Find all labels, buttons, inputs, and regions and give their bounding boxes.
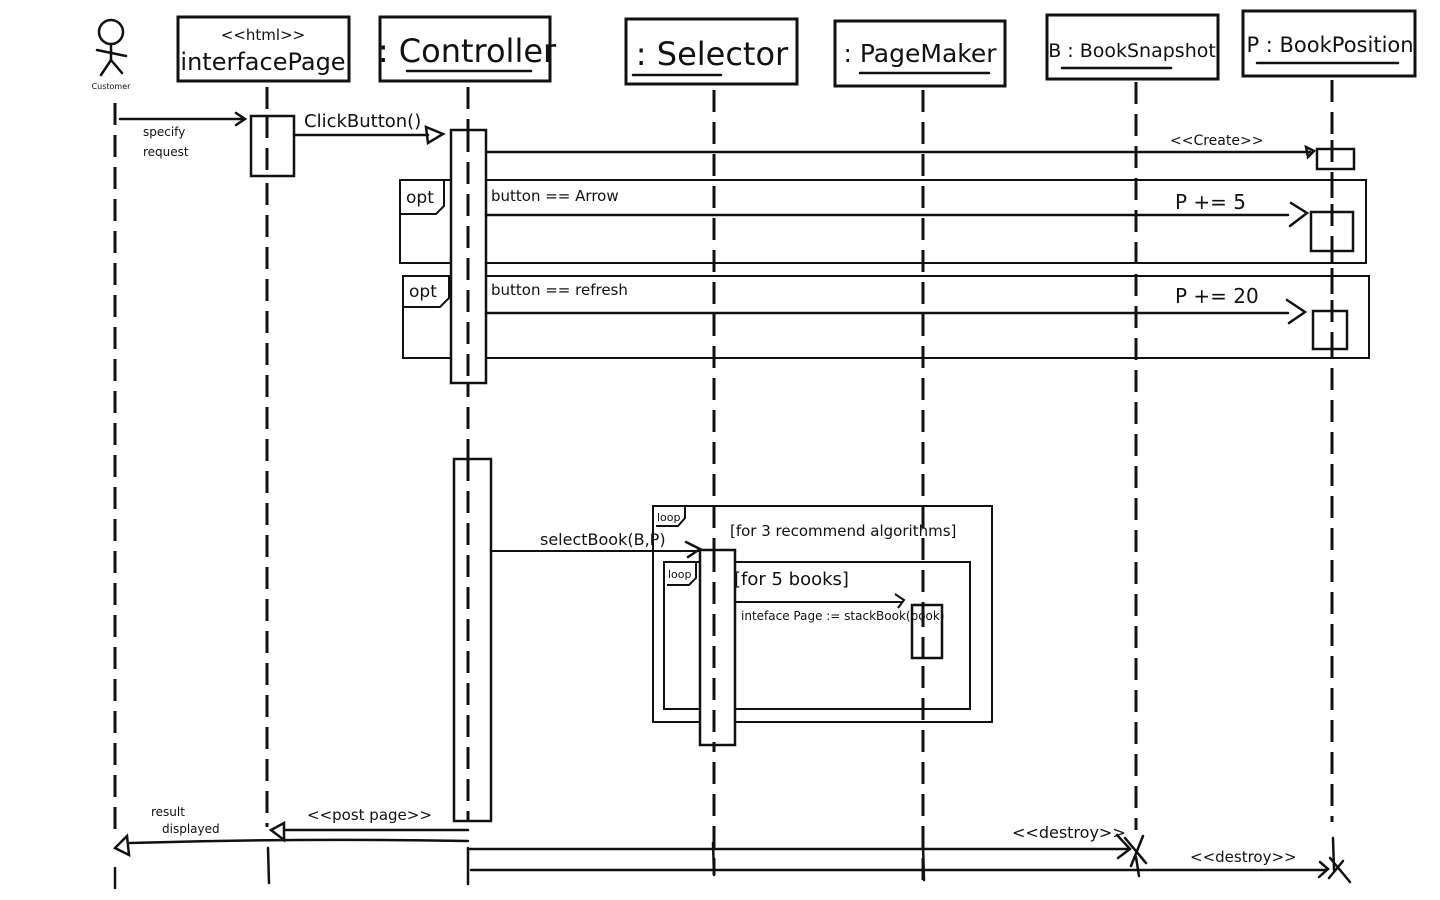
activation-bookposition-create [1315,147,1356,171]
activation-bookposition-2 [1311,309,1349,351]
destroy-x-icon [1123,834,1148,868]
actor-label: Customer [92,82,132,91]
fragment-guard: button == refresh [491,281,628,299]
message-p-plus-20: P += 20 [484,284,1308,325]
message-label: request [143,145,189,159]
message-label: displayed [162,822,220,836]
participant-label: P : BookPosition [1246,33,1413,57]
message-result-displayed: result displayed [112,805,470,858]
message-label: <<Create>> [1170,133,1263,149]
message-label: ClickButton() [304,111,421,132]
participant-label: : PageMaker [843,39,997,68]
participant-label: : Controller [378,32,557,70]
message-specify-request: specify request [118,111,248,159]
participant-booksnapshot: B : BookSnapshot [1045,13,1220,81]
fragment-guard: [for 5 books] [734,569,849,590]
message-click-button: ClickButton() [292,111,446,146]
participant-label: interfacePage [180,48,345,76]
message-label: <<destroy>> [1012,823,1126,842]
fragment-guard: button == Arrow [491,187,619,205]
activation-selector [698,548,737,747]
message-label: <<destroy>> [1190,848,1297,866]
lifeline-pagemaker-end [921,843,926,882]
message-label: P += 5 [1175,190,1246,214]
participant-label: : Selector [636,35,789,73]
fragment-operator: opt [409,282,437,302]
activation-pagemaker [910,603,944,660]
lifeline-selector-end [711,841,716,877]
fragment-operator: loop [657,511,681,524]
participant-selector: : Selector [624,17,799,86]
message-destroy-booksnapshot: <<destroy>> [466,823,1148,886]
message-label: P += 20 [1175,284,1259,308]
message-select-book: selectBook(B,P) [491,530,703,559]
actor-head-icon [97,18,125,46]
message-post-page: <<post page>> [268,806,470,843]
message-destroy-bookposition: <<destroy>> [469,836,1352,884]
message-label: selectBook(B,P) [540,530,666,549]
message-stack-book: inteface Page := stackBook(book) [735,593,945,623]
fragment-loop-outer: loop [for 3 recommend algorithms] [652,505,993,723]
message-label: <<post page>> [307,806,432,824]
fragment-opt-arrow: opt button == Arrow [399,179,1367,264]
message-label: result [151,805,185,819]
fragment-operator: loop [668,568,692,581]
fragment-guard: [for 3 recommend algorithms] [730,522,956,540]
participant-pagemaker: : PageMaker [833,19,1007,88]
fragment-opt-refresh: opt button == refresh [402,275,1370,359]
fragment-loop-inner: loop [for 5 books] [663,561,971,710]
lifeline-interfacepage-end [266,846,271,885]
activation-interfacepage [249,114,296,178]
participant-bookposition: P : BookPosition [1241,9,1417,78]
participant-label: B : BookSnapshot [1048,40,1216,62]
fragment-operator: opt [406,188,434,208]
message-label: specify [143,125,185,139]
message-p-plus-5: P += 5 [484,190,1310,228]
participant-interfacepage: <<html>> interfacePage [176,15,351,83]
destroy-x-icon [1327,856,1352,884]
activation-controller-2 [452,457,493,823]
participant-controller: : Controller [378,15,557,83]
actor-customer: Customer [92,18,132,91]
message-create: <<Create>> [484,133,1317,160]
participant-stereotype: <<html>> [221,26,305,44]
message-label: inteface Page := stackBook(book) [741,609,945,623]
